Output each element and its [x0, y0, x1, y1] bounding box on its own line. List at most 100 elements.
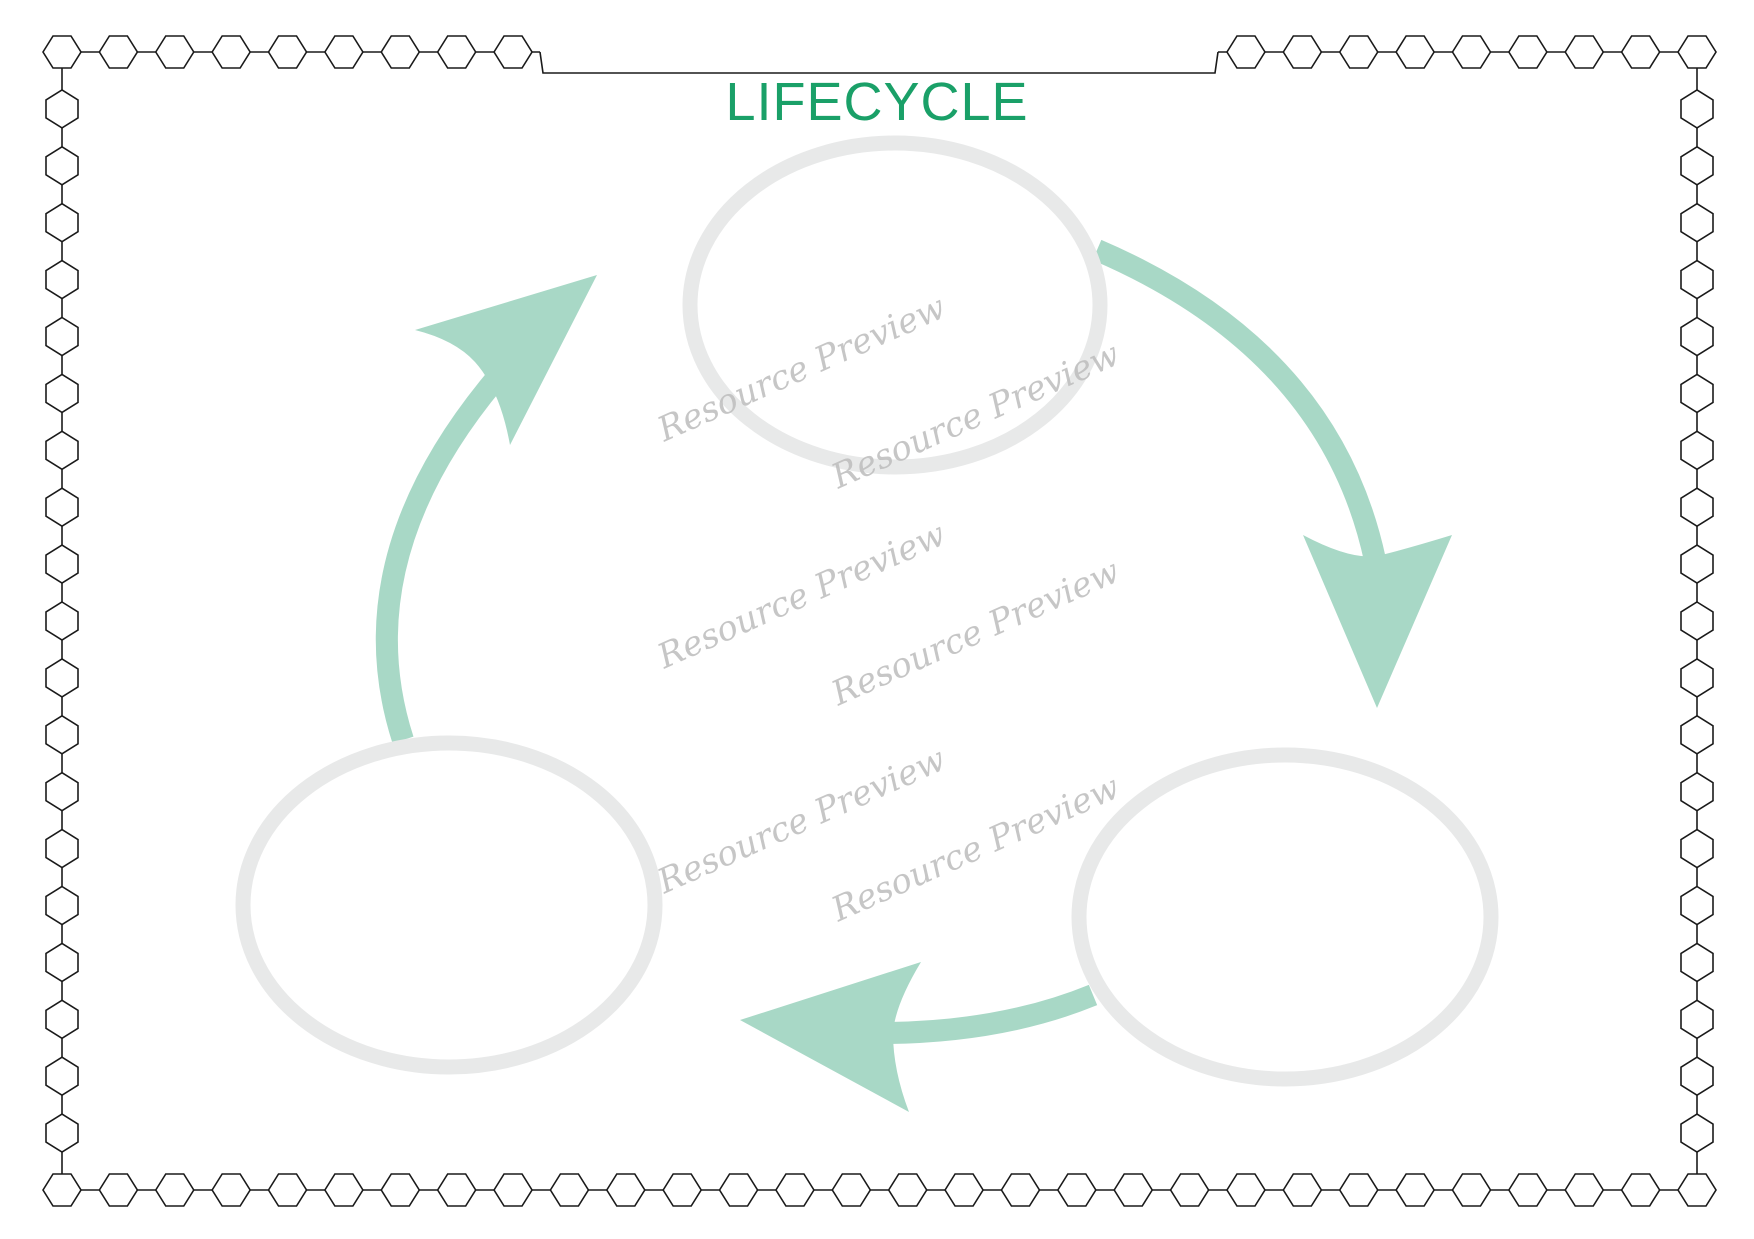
hexagon-icon: [944, 1173, 985, 1207]
hexagon-icon: [1680, 487, 1714, 528]
hexagon-icon: [45, 771, 79, 812]
hexagon-icon: [1282, 1173, 1323, 1207]
hexagon-icon: [1680, 259, 1714, 300]
hexagon-icon: [1169, 1173, 1210, 1207]
hexagon-icon: [1677, 1173, 1717, 1207]
hexagon-icon: [1395, 1173, 1436, 1207]
hexagon-icon: [1620, 35, 1661, 69]
hexagon-icon: [45, 259, 79, 300]
hexagon-icon: [493, 1173, 533, 1207]
hexagon-icon: [42, 1173, 82, 1207]
stage-ellipse-bottom-right: [1071, 747, 1499, 1087]
hexagon-icon: [831, 1173, 872, 1207]
hexagon-icon: [1282, 35, 1323, 69]
hexagon-icon: [154, 35, 195, 69]
hexagon-icon: [549, 1173, 590, 1207]
hexagon-icon: [1000, 1173, 1041, 1207]
hexagon-icon: [662, 1173, 703, 1207]
hexagon-icon: [605, 1173, 646, 1207]
hexagon-icon: [45, 942, 79, 983]
hexagon-icon: [45, 657, 79, 698]
hexagon-icon: [98, 1173, 139, 1207]
hexagon-icon: [380, 35, 421, 69]
hexagon-icon: [1507, 35, 1548, 69]
hexagon-icon: [887, 1173, 928, 1207]
hexagon-icon: [45, 601, 79, 641]
hexagon-icon: [45, 373, 79, 414]
hexagon-icon: [211, 35, 252, 69]
hexagon-icon: [1395, 35, 1436, 69]
hexagon-icon: [45, 714, 79, 755]
hexagon-icon: [45, 430, 79, 471]
hexagon-icon: [45, 1113, 79, 1154]
hexagon-icon: [1680, 714, 1714, 755]
hexagon-icon: [1507, 1173, 1548, 1207]
hexagon-icon: [1680, 828, 1714, 869]
hexagon-icon: [1564, 35, 1605, 69]
hexagon-icon: [1451, 1173, 1492, 1207]
hexagon-icon: [267, 35, 308, 69]
hexagon-icon: [267, 1173, 308, 1207]
hexagon-icon: [774, 1173, 815, 1207]
hexagon-icon: [45, 544, 79, 585]
hexagon-icon: [1680, 145, 1714, 186]
hexagon-icon: [1680, 885, 1714, 926]
hexagon-icon: [1226, 35, 1266, 69]
hexagon-icon: [323, 35, 364, 69]
hexagon-icon: [45, 885, 79, 926]
cycle-arrows: [375, 239, 1452, 1112]
hexagon-icon: [1680, 771, 1714, 812]
hexagon-icon: [1680, 88, 1714, 129]
page-title: LIFECYCLE: [725, 72, 1029, 132]
stage-ellipse-top: [682, 135, 1108, 475]
hexagon-icon: [1620, 1173, 1661, 1207]
hexagon-icon: [1680, 657, 1714, 698]
hexagon-icon: [1564, 1173, 1605, 1207]
hexagon-icon: [1680, 430, 1714, 471]
hexagon-icon: [1451, 35, 1492, 69]
hexagon-icon: [1680, 1056, 1714, 1097]
hexagon-icon: [1680, 601, 1714, 641]
hexagon-icon: [45, 88, 79, 129]
hexagon-icon: [1338, 1173, 1379, 1207]
hexagon-icon: [45, 487, 79, 528]
hexagon-chain-border-icon: [42, 35, 1717, 1207]
stage-ellipse-bottom-left: [235, 735, 663, 1075]
hexagon-icon: [45, 999, 79, 1040]
hexagon-icon: [1680, 999, 1714, 1040]
hexagon-icon: [436, 1173, 477, 1207]
hexagon-icon: [323, 1173, 364, 1207]
hexagon-icon: [42, 35, 82, 69]
hexagon-icon: [1113, 1173, 1154, 1207]
hexagon-icon: [1226, 1173, 1266, 1207]
arrow-top-to-right: [1092, 239, 1386, 563]
hexagon-icon: [1680, 316, 1714, 357]
hexagon-icon: [45, 202, 79, 243]
hexagon-icon: [1680, 373, 1714, 414]
hexagon-icon: [45, 828, 79, 869]
arrow-right-to-left: [879, 984, 1098, 1044]
hexagon-icon: [1338, 35, 1379, 69]
hexagon-icon: [436, 35, 477, 69]
hexagon-icon: [45, 1056, 79, 1097]
hexagon-icon: [380, 1173, 421, 1207]
hexagon-icon: [493, 35, 533, 69]
hexagon-icon: [154, 1173, 195, 1207]
title-bracket-line: [539, 51, 1219, 74]
hexagon-icon: [45, 145, 79, 186]
hexagon-icon: [1677, 35, 1717, 69]
hexagon-icon: [1680, 544, 1714, 585]
arrowhead-left: [415, 275, 597, 445]
hexagon-icon: [1680, 202, 1714, 243]
hexagon-icon: [211, 1173, 252, 1207]
hexagon-icon: [1056, 1173, 1097, 1207]
hexagon-icon: [45, 316, 79, 357]
arrowhead-right: [1303, 535, 1452, 708]
hexagon-icon: [718, 1173, 759, 1207]
arrowhead-bottom: [740, 962, 921, 1112]
arrow-left-to-top: [375, 372, 504, 744]
hexagon-icon: [98, 35, 139, 69]
hexagon-icon: [1680, 942, 1714, 983]
hexagon-icon: [1680, 1113, 1714, 1154]
